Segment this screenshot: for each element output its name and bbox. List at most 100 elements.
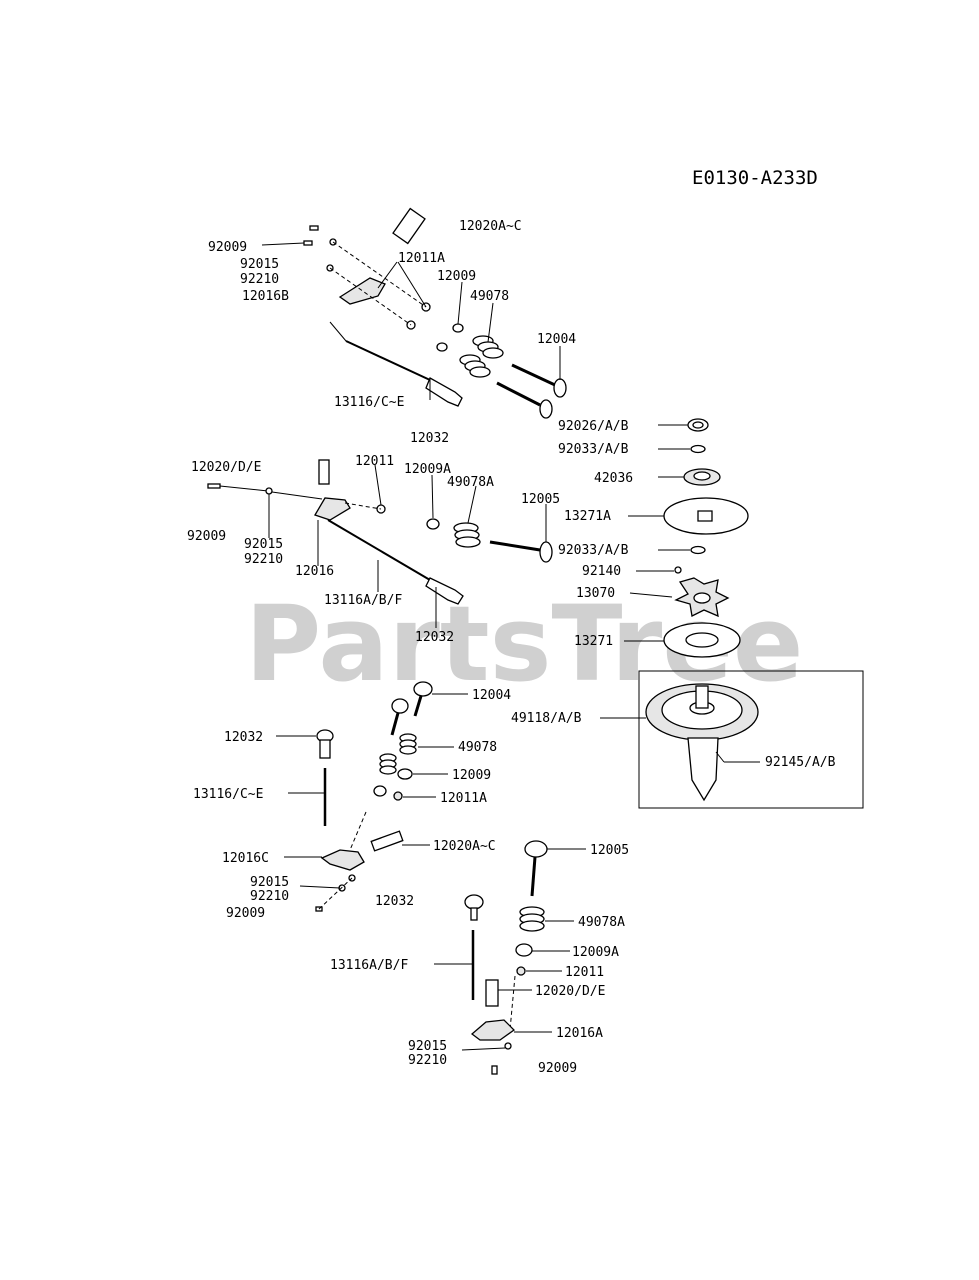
part-label: 92140 — [582, 564, 621, 579]
part-label: 92210 — [250, 889, 289, 904]
rocker-arm-part — [338, 277, 386, 305]
screw-part — [303, 240, 313, 246]
spring-part — [459, 354, 491, 378]
part-label: 92009 — [208, 240, 247, 255]
part-label: 12016 — [295, 564, 334, 579]
part-label: 92009 — [538, 1061, 577, 1076]
part-label: 12020/D/E — [191, 460, 261, 475]
part-label: 92145/A/B — [765, 755, 836, 770]
valve-head-part — [413, 681, 433, 697]
valve-head-part — [539, 399, 553, 419]
camshaft-part — [687, 737, 719, 802]
nut-part — [393, 791, 403, 801]
screw-part — [491, 1065, 498, 1075]
part-label: 49078A — [578, 915, 625, 930]
part-label: 12005 — [590, 843, 629, 858]
middle-rocker-assembly — [207, 459, 553, 628]
screw-part — [207, 483, 221, 489]
part-label: 12016A — [556, 1026, 603, 1041]
part-label: 13070 — [576, 586, 615, 601]
part-label: 92026/A/B — [558, 419, 629, 434]
part-label: 42036 — [594, 471, 633, 486]
valve-part — [425, 377, 463, 407]
part-label: 12032 — [375, 894, 414, 909]
retainer-part — [397, 768, 413, 780]
screw-part — [309, 225, 319, 231]
spring-part — [453, 522, 481, 548]
part-label: 12009A — [404, 462, 451, 477]
part-label: 13116A/B/F — [330, 958, 408, 973]
part-label: 12032 — [224, 730, 263, 745]
valve-head-part — [524, 840, 548, 858]
retainer-part — [436, 342, 448, 352]
lower-rocker-assembly — [276, 681, 586, 1075]
part-label: 92210 — [240, 272, 279, 287]
valve-part — [425, 577, 464, 605]
retainer-part — [373, 785, 387, 797]
part-label: 12020A~C — [459, 219, 522, 234]
governor-parts — [624, 418, 749, 658]
part-label: 12016B — [242, 289, 289, 304]
clip-part — [690, 444, 706, 454]
part-label: 12020A~C — [433, 839, 496, 854]
valve-head-part — [539, 541, 553, 563]
part-label: 13116A/B/F — [324, 593, 402, 608]
nut-part — [504, 1042, 512, 1050]
ball-part — [674, 566, 682, 574]
retainer-part — [515, 943, 533, 957]
pin-part — [392, 207, 426, 245]
part-label: 92033/A/B — [558, 442, 629, 457]
nut-part — [265, 487, 273, 495]
part-label: 12032 — [410, 431, 449, 446]
part-label: 13116/C~E — [193, 787, 263, 802]
nut-part — [516, 966, 526, 976]
part-label: 49078 — [470, 289, 509, 304]
upper-rocker-assembly — [261, 207, 567, 419]
part-label: 92033/A/B — [558, 543, 629, 558]
valve-head-part — [391, 698, 409, 714]
part-label: 12011 — [355, 454, 394, 469]
part-label: 92015 — [250, 875, 289, 890]
part-label: 49078 — [458, 740, 497, 755]
part-label: 92015 — [240, 257, 279, 272]
part-label: 92009 — [187, 529, 226, 544]
part-label: 49118/A/B — [511, 711, 582, 726]
part-label: 13271A — [564, 509, 611, 524]
part-label: 92210 — [408, 1053, 447, 1068]
part-label: 49078A — [447, 475, 494, 490]
part-label: 92015 — [244, 537, 283, 552]
part-label: 92210 — [244, 552, 283, 567]
part-label: 12016C — [222, 851, 269, 866]
rocker-arm-part — [314, 497, 351, 521]
part-label: 13116/C~E — [334, 395, 404, 410]
part-label: 12011A — [398, 251, 445, 266]
spring-part — [399, 733, 417, 755]
pin-part — [485, 979, 499, 1007]
pin-part — [370, 830, 404, 852]
part-label: 92015 — [408, 1039, 447, 1054]
rocker-arm-part — [470, 1019, 516, 1041]
part-label: 12009A — [572, 945, 619, 960]
retainer-part — [426, 518, 440, 530]
clip-part — [690, 545, 706, 555]
part-label: 92009 — [226, 906, 265, 921]
pin-part — [318, 459, 330, 485]
part-label: 12032 — [415, 630, 454, 645]
part-label: 12009 — [437, 269, 476, 284]
valve-head-part — [464, 894, 484, 910]
rocker-arm-part — [320, 849, 365, 871]
part-label: 12004 — [472, 688, 511, 703]
valve-head-part — [553, 378, 567, 398]
part-label: 12009 — [452, 768, 491, 783]
part-label: 12005 — [521, 492, 560, 507]
camshaft-callout-box — [638, 670, 864, 809]
part-label: 12011 — [565, 965, 604, 980]
part-label: 12020/D/E — [535, 984, 605, 999]
spring-part — [379, 753, 397, 775]
part-label: 12004 — [537, 332, 576, 347]
diagram-code: E0130-A233D — [692, 167, 818, 189]
spring-part — [519, 906, 545, 932]
retainer-part — [452, 323, 464, 333]
